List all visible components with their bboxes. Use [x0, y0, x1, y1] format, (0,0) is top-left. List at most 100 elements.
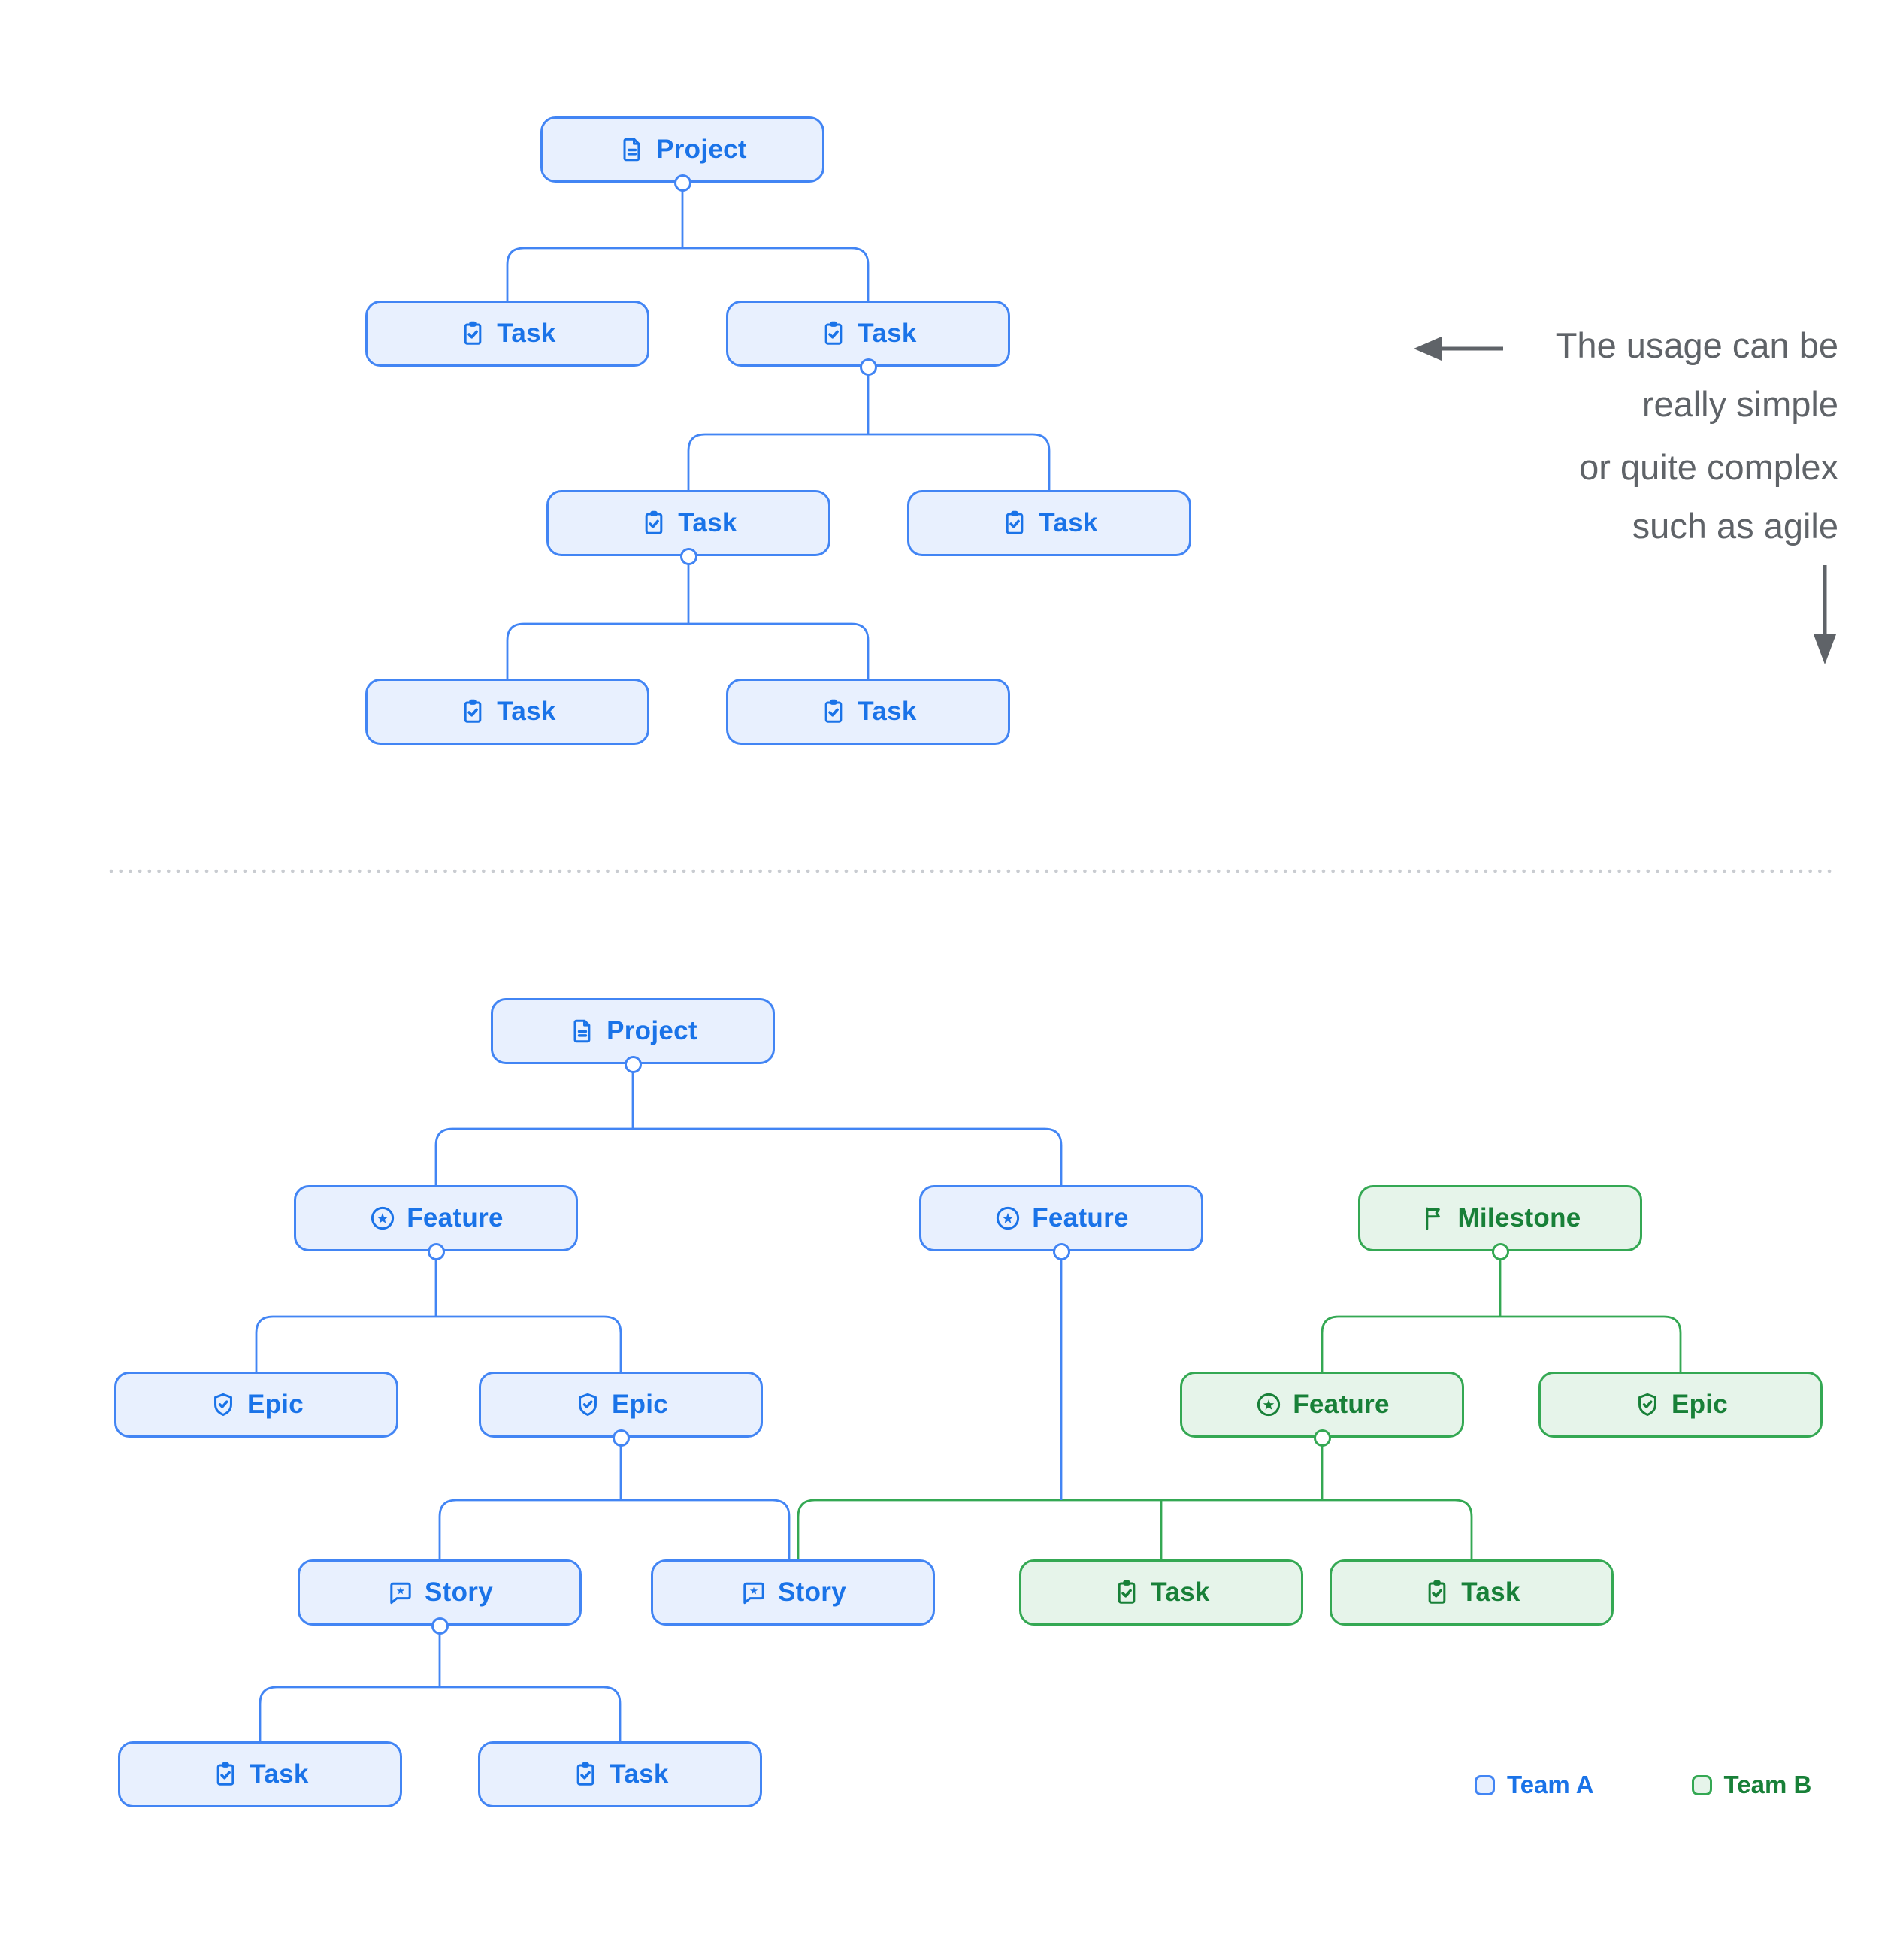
- connector-edge: [259, 1626, 622, 1741]
- story-1-node[interactable]: Story: [298, 1559, 582, 1626]
- feature-icon: [994, 1204, 1022, 1233]
- bottom-task-1-node[interactable]: Task: [118, 1741, 402, 1807]
- annotation-line-1: The usage can be: [1555, 325, 1838, 365]
- epic-3-label: Epic: [1671, 1390, 1729, 1419]
- team-b-swatch-icon: [1691, 1774, 1712, 1795]
- top-task-4-label: Task: [1039, 508, 1098, 537]
- epic-1-node[interactable]: Epic: [114, 1372, 398, 1438]
- top-project-label: Project: [656, 135, 747, 164]
- annotation-paragraph-1: The usage can be really simple: [1357, 316, 1838, 434]
- task-icon: [458, 319, 487, 348]
- task-icon: [1000, 509, 1029, 537]
- connector-edge: [506, 556, 870, 679]
- legend-item-team-a: Team A: [1475, 1771, 1594, 1799]
- task-icon: [819, 697, 848, 726]
- task-icon: [1112, 1578, 1141, 1607]
- document-icon: [568, 1017, 597, 1045]
- top-project-node[interactable]: Project: [540, 116, 824, 183]
- task-icon: [211, 1760, 240, 1789]
- task-icon: [458, 697, 487, 726]
- bottom-project-node[interactable]: Project: [491, 998, 775, 1064]
- document-icon: [618, 135, 646, 164]
- top-task-2-node[interactable]: Task: [726, 301, 1010, 367]
- legend: Team A Team B: [1475, 1771, 1811, 1799]
- connection-port[interactable]: [673, 174, 691, 192]
- task-g1-node[interactable]: Task: [1019, 1559, 1303, 1626]
- connector-edge: [434, 1064, 1063, 1185]
- connection-port[interactable]: [859, 358, 877, 376]
- task-icon: [819, 319, 848, 348]
- arrow-down-icon: [1814, 565, 1836, 664]
- connection-port[interactable]: [427, 1242, 445, 1260]
- connector-edge: [687, 367, 1051, 490]
- top-task-5-node[interactable]: Task: [365, 679, 649, 745]
- top-task-5-label: Task: [497, 697, 556, 726]
- connection-port[interactable]: [679, 547, 697, 565]
- annotation-line-3: or quite complex: [1579, 447, 1838, 487]
- bottom-task-1-label: Task: [250, 1759, 309, 1789]
- annotation-text: The usage can be really simple or quite …: [1357, 316, 1838, 560]
- top-task-2-label: Task: [858, 319, 917, 348]
- connector-edge: [797, 1499, 1473, 1559]
- task-g2-label: Task: [1461, 1577, 1520, 1607]
- epic-icon: [1633, 1390, 1662, 1419]
- story-1-label: Story: [425, 1577, 493, 1607]
- feature-2-node[interactable]: Feature: [919, 1185, 1203, 1251]
- connector-edge: [438, 1438, 791, 1559]
- connector-edge: [1321, 1251, 1682, 1372]
- bottom-task-2-node[interactable]: Task: [478, 1741, 762, 1807]
- feature-3-label: Feature: [1293, 1390, 1390, 1419]
- story-2-label: Story: [778, 1577, 846, 1607]
- top-task-1-node[interactable]: Task: [365, 301, 649, 367]
- bottom-project-label: Project: [607, 1016, 697, 1045]
- connection-port[interactable]: [612, 1429, 630, 1447]
- top-task-3-node[interactable]: Task: [546, 490, 830, 556]
- bottom-task-2-label: Task: [610, 1759, 669, 1789]
- feature-2-label: Feature: [1032, 1203, 1129, 1233]
- task-g2-node[interactable]: Task: [1330, 1559, 1614, 1626]
- milestone-1-node[interactable]: Milestone: [1358, 1185, 1642, 1251]
- feature-1-node[interactable]: Feature: [294, 1185, 578, 1251]
- connection-port[interactable]: [1491, 1242, 1509, 1260]
- task-icon: [640, 509, 668, 537]
- epic-icon: [573, 1390, 602, 1419]
- top-task-6-node[interactable]: Task: [726, 679, 1010, 745]
- epic-1-label: Epic: [247, 1390, 304, 1419]
- annotation-line-2: really simple: [1641, 384, 1838, 424]
- connection-port[interactable]: [431, 1617, 449, 1635]
- epic-2-node[interactable]: Epic: [479, 1372, 763, 1438]
- top-task-3-label: Task: [678, 508, 737, 537]
- connection-port[interactable]: [1052, 1242, 1070, 1260]
- feature-3-node[interactable]: Feature: [1180, 1372, 1464, 1438]
- top-task-6-label: Task: [858, 697, 917, 726]
- team-b-label: Team B: [1723, 1771, 1812, 1798]
- top-task-4-node[interactable]: Task: [907, 490, 1191, 556]
- epic-2-label: Epic: [611, 1390, 669, 1419]
- connector-edge: [506, 183, 870, 301]
- annotation-paragraph-2: or quite complex such as agile: [1357, 438, 1838, 555]
- story-2-node[interactable]: Story: [651, 1559, 935, 1626]
- team-a-swatch-icon: [1475, 1774, 1495, 1795]
- task-g1-label: Task: [1151, 1577, 1210, 1607]
- top-task-1-label: Task: [497, 319, 556, 348]
- task-icon: [1423, 1578, 1451, 1607]
- story-icon: [386, 1578, 415, 1607]
- epic-icon: [209, 1390, 237, 1419]
- connector-edge: [255, 1251, 622, 1372]
- feature-icon: [368, 1204, 397, 1233]
- arrow-left-icon: [1414, 337, 1503, 361]
- milestone-1-label: Milestone: [1457, 1203, 1581, 1233]
- team-a-label: Team A: [1507, 1771, 1594, 1798]
- legend-item-team-b: Team B: [1691, 1771, 1812, 1799]
- connection-port[interactable]: [624, 1055, 642, 1073]
- feature-icon: [1254, 1390, 1283, 1419]
- milestone-icon: [1419, 1204, 1448, 1233]
- connection-port[interactable]: [1313, 1429, 1331, 1447]
- annotation-line-4: such as agile: [1632, 506, 1838, 546]
- task-icon: [571, 1760, 600, 1789]
- epic-3-node[interactable]: Epic: [1538, 1372, 1823, 1438]
- story-icon: [740, 1578, 768, 1607]
